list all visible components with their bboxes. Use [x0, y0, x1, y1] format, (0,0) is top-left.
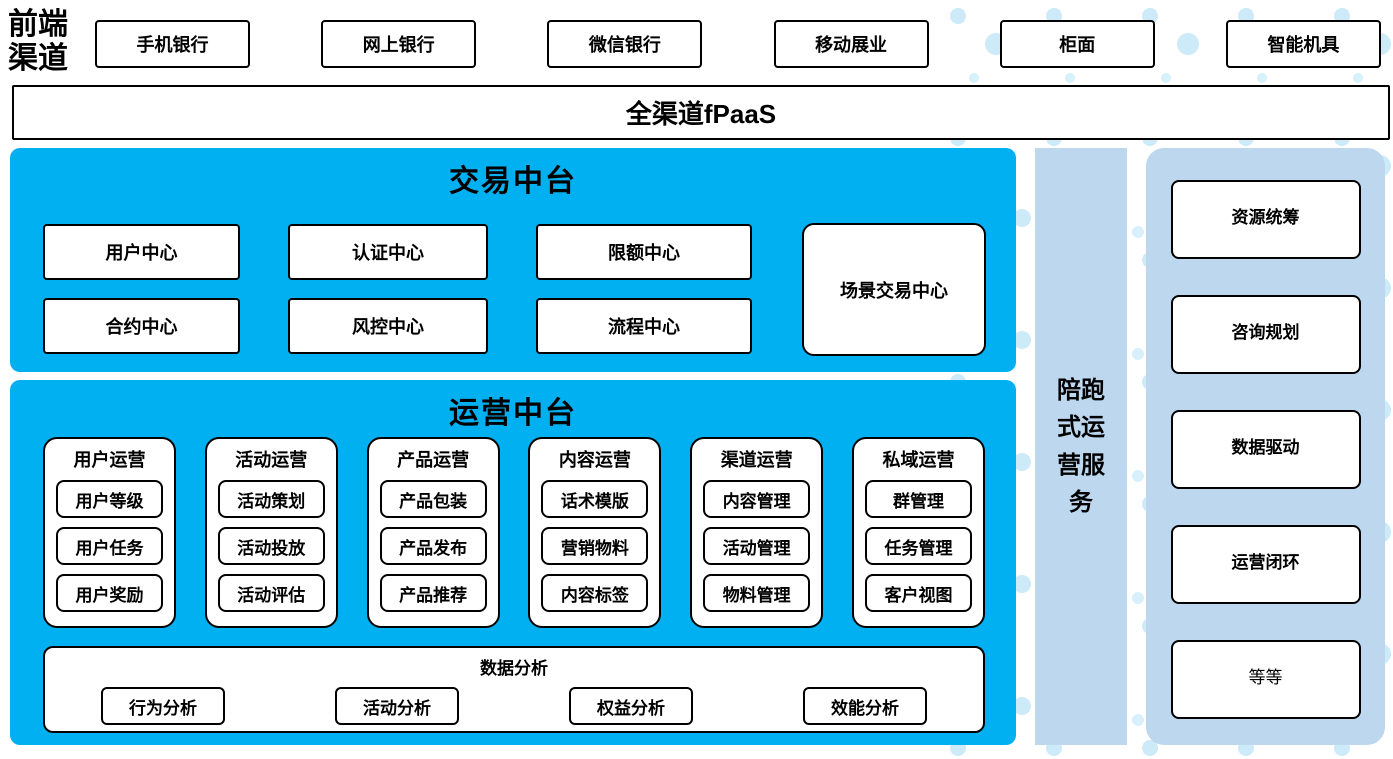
group-title: 私域运营	[882, 450, 955, 470]
center-contract: 合约中心	[43, 298, 240, 354]
item-benefit-analysis: 权益分析	[569, 687, 693, 725]
center-risk: 风控中心	[288, 298, 488, 354]
item-group-manage: 群管理	[864, 480, 972, 518]
data-analysis-title: 数据分析	[480, 659, 548, 678]
service-panel: 资源统筹 咨询规划 数据驱动 运营闭环 等等	[1146, 148, 1385, 745]
group-title: 产品运营	[397, 450, 470, 470]
item-activity-launch: 活动投放	[217, 527, 325, 565]
channel-online-banking: 网上银行	[321, 20, 477, 68]
item-content-manage: 内容管理	[703, 480, 811, 518]
group-user-ops: 用户运营 用户等级 用户任务 用户奖励	[43, 437, 176, 628]
item-marketing-material: 营销物料	[541, 527, 649, 565]
group-title: 内容运营	[558, 450, 631, 470]
front-channels-row: 手机银行 网上银行 微信银行 移动展业 柜面 智能机具	[95, 20, 1381, 68]
service-closed-loop: 运营闭环	[1170, 525, 1361, 604]
group-items: 活动策划 活动投放 活动评估	[207, 480, 336, 612]
group-title: 活动运营	[235, 450, 308, 470]
side-service-bar: 陪跑式运营服务	[1035, 148, 1127, 745]
channel-mobile-sales: 移动展业	[773, 20, 929, 68]
item-content-tag: 内容标签	[541, 574, 649, 612]
item-activity-eval: 活动评估	[217, 574, 325, 612]
item-user-reward: 用户奖励	[56, 574, 163, 612]
group-items: 产品包装 产品发布 产品推荐	[369, 480, 498, 612]
fpaas-bar: 全渠道fPaaS	[12, 85, 1390, 140]
group-items: 内容管理 活动管理 物料管理	[692, 480, 821, 612]
group-items: 用户等级 用户任务 用户奖励	[45, 480, 174, 612]
center-limit: 限额中心	[536, 224, 752, 280]
channel-mobile-banking: 手机银行	[95, 20, 250, 68]
item-activity-analysis: 活动分析	[335, 687, 459, 725]
item-customer-view: 客户视图	[864, 574, 972, 612]
operations-groups-row: 用户运营 用户等级 用户任务 用户奖励 活动运营 活动策划 活动投放 活动评估 …	[43, 437, 985, 628]
group-product-ops: 产品运营 产品包装 产品发布 产品推荐	[366, 437, 500, 628]
service-resource-planning: 资源统筹	[1170, 180, 1361, 259]
center-process: 流程中心	[536, 298, 752, 354]
trade-platform-panel: 交易中台 用户中心 认证中心 限额中心 合约中心 风控中心 流程中心 场景交易中…	[10, 148, 1016, 372]
data-analysis-items: 行为分析 活动分析 权益分析 效能分析	[45, 687, 983, 725]
channel-wechat-banking: 微信银行	[547, 20, 703, 68]
front-channels-label: 前端渠道	[8, 7, 68, 76]
item-product-package: 产品包装	[379, 480, 487, 518]
operations-platform-title: 运营中台	[449, 396, 577, 431]
item-behavior-analysis: 行为分析	[101, 687, 225, 725]
service-consulting: 咨询规划	[1170, 295, 1361, 374]
item-material-manage: 物料管理	[703, 574, 811, 612]
group-channel-ops: 渠道运营 内容管理 活动管理 物料管理	[690, 437, 824, 628]
item-user-task: 用户任务	[56, 527, 163, 565]
item-user-level: 用户等级	[56, 480, 163, 518]
item-task-manage: 任务管理	[864, 527, 972, 565]
service-etc: 等等	[1170, 640, 1361, 719]
group-items: 群管理 任务管理 客户视图	[854, 480, 983, 612]
group-private-domain-ops: 私域运营 群管理 任务管理 客户视图	[851, 437, 985, 628]
item-efficiency-analysis: 效能分析	[803, 687, 927, 725]
channel-counter: 柜面	[999, 20, 1155, 68]
item-product-recommend: 产品推荐	[379, 574, 487, 612]
group-title: 渠道运营	[720, 450, 793, 470]
side-service-label: 陪跑式运营服务	[1057, 377, 1105, 516]
center-auth: 认证中心	[288, 224, 488, 280]
item-product-release: 产品发布	[379, 527, 487, 565]
item-script-template: 话术模版	[541, 480, 649, 518]
group-activity-ops: 活动运营 活动策划 活动投放 活动评估	[204, 437, 338, 628]
channel-smart-devices: 智能机具	[1225, 20, 1381, 68]
group-content-ops: 内容运营 话术模版 营销物料 内容标签	[528, 437, 662, 628]
group-items: 话术模版 营销物料 内容标签	[530, 480, 659, 612]
trade-platform-title: 交易中台	[449, 164, 577, 199]
item-activity-plan: 活动策划	[217, 480, 325, 518]
trade-centers-grid: 用户中心 认证中心 限额中心 合约中心 风控中心 流程中心	[43, 224, 752, 354]
center-scene-trade: 场景交易中心	[802, 223, 986, 356]
center-user: 用户中心	[43, 224, 240, 280]
item-activity-manage: 活动管理	[703, 527, 811, 565]
data-analysis-container: 数据分析 行为分析 活动分析 权益分析 效能分析	[43, 646, 985, 733]
service-data-driven: 数据驱动	[1170, 410, 1361, 489]
operations-platform-panel: 运营中台 用户运营 用户等级 用户任务 用户奖励 活动运营 活动策划 活动投放 …	[10, 380, 1016, 745]
group-title: 用户运营	[73, 450, 146, 470]
